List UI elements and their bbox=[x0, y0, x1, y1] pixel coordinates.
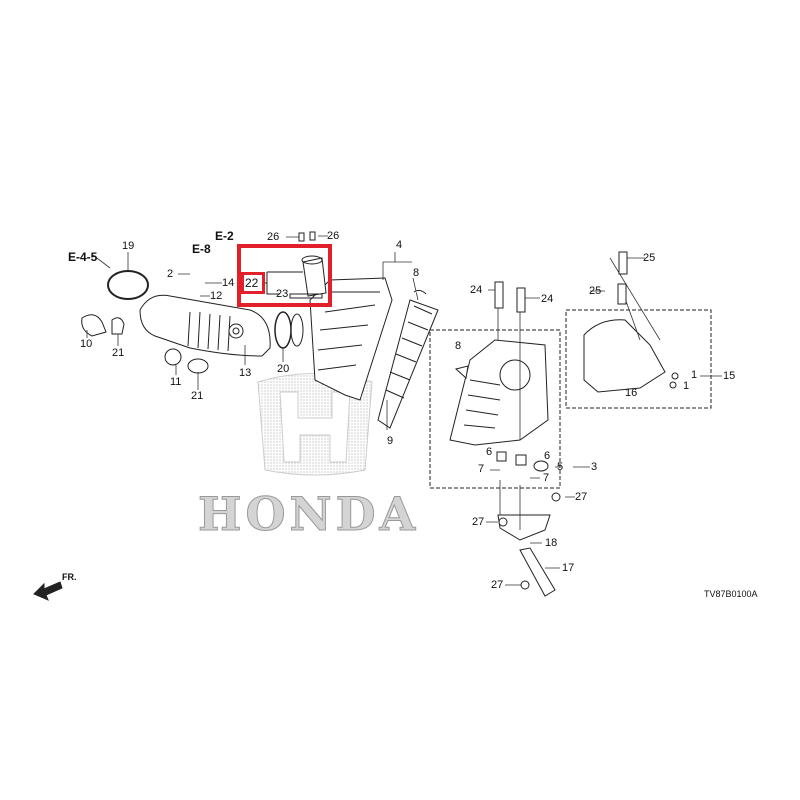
front-label: FR. bbox=[62, 572, 77, 582]
air-cleaner-housing bbox=[309, 277, 393, 401]
callout-17[interactable]: 17 bbox=[562, 562, 575, 574]
callout-7[interactable]: 7 bbox=[478, 463, 485, 475]
callout-8[interactable]: 8 bbox=[413, 267, 420, 279]
honda-logo-watermark bbox=[257, 373, 373, 476]
stay-17 bbox=[519, 547, 556, 597]
callout-5[interactable]: 5 bbox=[557, 461, 564, 473]
callout-7[interactable]: 7 bbox=[543, 472, 550, 484]
callout-14[interactable]: 14 bbox=[222, 277, 235, 289]
callout-9[interactable]: 9 bbox=[387, 435, 394, 447]
callout-27[interactable]: 27 bbox=[491, 579, 504, 591]
callout-18[interactable]: 18 bbox=[545, 537, 558, 549]
ring-11 bbox=[164, 348, 182, 366]
callout-4[interactable]: 4 bbox=[396, 239, 403, 251]
callout-27[interactable]: 27 bbox=[575, 491, 588, 503]
diagram-code: TV87B0100A bbox=[704, 589, 758, 599]
callout-22[interactable]: 22 bbox=[245, 276, 259, 290]
callout-6[interactable]: 6 bbox=[486, 446, 493, 458]
resonator-cap bbox=[301, 255, 323, 265]
highlight-box bbox=[237, 244, 332, 307]
callout-24[interactable]: 24 bbox=[470, 284, 483, 296]
ref-e-4-5[interactable]: E-4-5 bbox=[68, 250, 98, 264]
lower-housing-ribs bbox=[463, 379, 501, 429]
highlight-box-22 bbox=[241, 272, 265, 294]
elbow-10 bbox=[81, 314, 107, 337]
callout-12[interactable]: 12 bbox=[210, 290, 223, 302]
callout-23[interactable]: 23 bbox=[276, 288, 289, 300]
housing-ribs bbox=[317, 291, 380, 371]
air-filter-element bbox=[377, 299, 439, 429]
callout-27[interactable]: 27 bbox=[472, 516, 485, 528]
honda-watermark: HONDA bbox=[197, 487, 420, 542]
clip-21a bbox=[111, 317, 125, 335]
gasket-23 bbox=[289, 293, 323, 299]
callout-3[interactable]: 3 bbox=[591, 461, 598, 473]
callout-25[interactable]: 25 bbox=[589, 285, 602, 297]
seal-ring bbox=[290, 313, 304, 347]
callout-1[interactable]: 1 bbox=[683, 380, 690, 392]
callout-21[interactable]: 21 bbox=[191, 390, 204, 402]
callout-19[interactable]: 19 bbox=[122, 240, 135, 252]
callout-24[interactable]: 24 bbox=[541, 293, 554, 305]
callout-2[interactable]: 2 bbox=[167, 268, 174, 280]
ref-e-8[interactable]: E-8 bbox=[192, 242, 211, 256]
callout-26[interactable]: 26 bbox=[327, 230, 340, 242]
ref-e-2[interactable]: E-2 bbox=[215, 229, 234, 243]
fasteners bbox=[298, 231, 679, 590]
clamp-21b bbox=[187, 358, 209, 374]
cover-15 bbox=[583, 319, 666, 393]
hose-clamp-19 bbox=[107, 270, 149, 300]
callout-11[interactable]: 11 bbox=[170, 376, 182, 388]
seal-20 bbox=[274, 311, 292, 349]
callout-21[interactable]: 21 bbox=[112, 347, 125, 359]
group-box-15 bbox=[565, 309, 712, 409]
callout-15[interactable]: 15 bbox=[723, 370, 736, 382]
callout-8[interactable]: 8 bbox=[455, 340, 462, 352]
callout-13[interactable]: 13 bbox=[239, 367, 252, 379]
bracket-18 bbox=[497, 514, 551, 541]
housing-port bbox=[499, 359, 531, 391]
resonator-22 bbox=[302, 257, 327, 297]
callout-6[interactable]: 6 bbox=[544, 450, 551, 462]
callout-10[interactable]: 10 bbox=[80, 338, 93, 350]
callout-20[interactable]: 20 bbox=[277, 363, 290, 375]
callout-26[interactable]: 26 bbox=[267, 231, 280, 243]
callout-25[interactable]: 25 bbox=[643, 252, 656, 264]
callout-16[interactable]: 16 bbox=[625, 387, 638, 399]
filter-pleats bbox=[385, 305, 433, 399]
lower-housing bbox=[449, 339, 549, 446]
front-arrow-icon bbox=[33, 581, 63, 601]
callout-1[interactable]: 1 bbox=[691, 369, 698, 381]
air-intake-duct bbox=[139, 294, 271, 357]
